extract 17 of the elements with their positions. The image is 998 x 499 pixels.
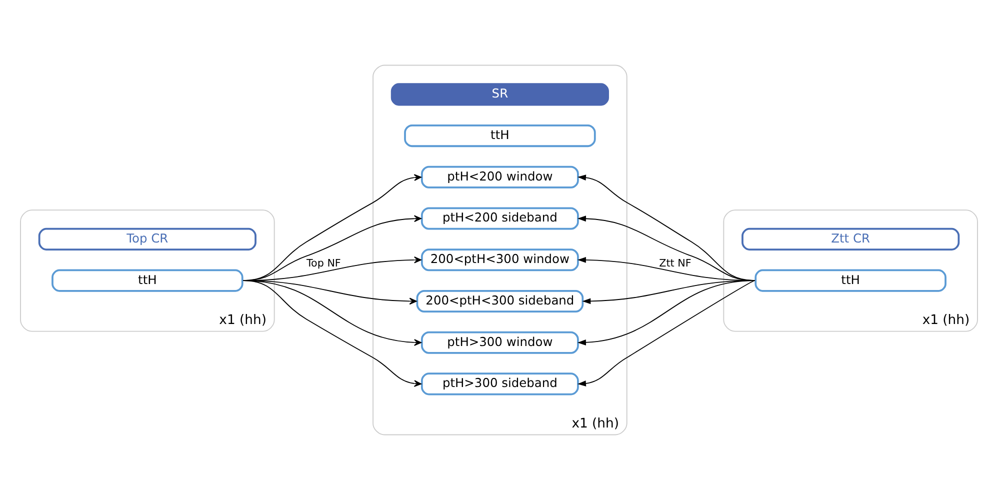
node-box: ttH [754,268,946,292]
node-box: SR [390,82,609,106]
node-box: ptH>300 window [420,330,579,354]
node-box: Ztt CR [742,227,960,250]
node-box: ttH [404,124,596,147]
arrow [242,280,422,386]
node-box: ptH>300 sideband [420,372,579,395]
node-box: ptH<200 sideband [420,206,579,230]
edge-label: Top NF [306,256,341,269]
arrow [577,280,756,345]
node-box: ttH [52,268,244,292]
node-box: ptH<200 window [420,165,579,188]
arrow [577,280,756,386]
node-box: 200<ptH<300 window [420,248,579,271]
node-box: Top CR [38,227,256,250]
node-box: 200<ptH<300 sideband [416,289,584,312]
edge-label: Ztt NF [659,256,692,269]
